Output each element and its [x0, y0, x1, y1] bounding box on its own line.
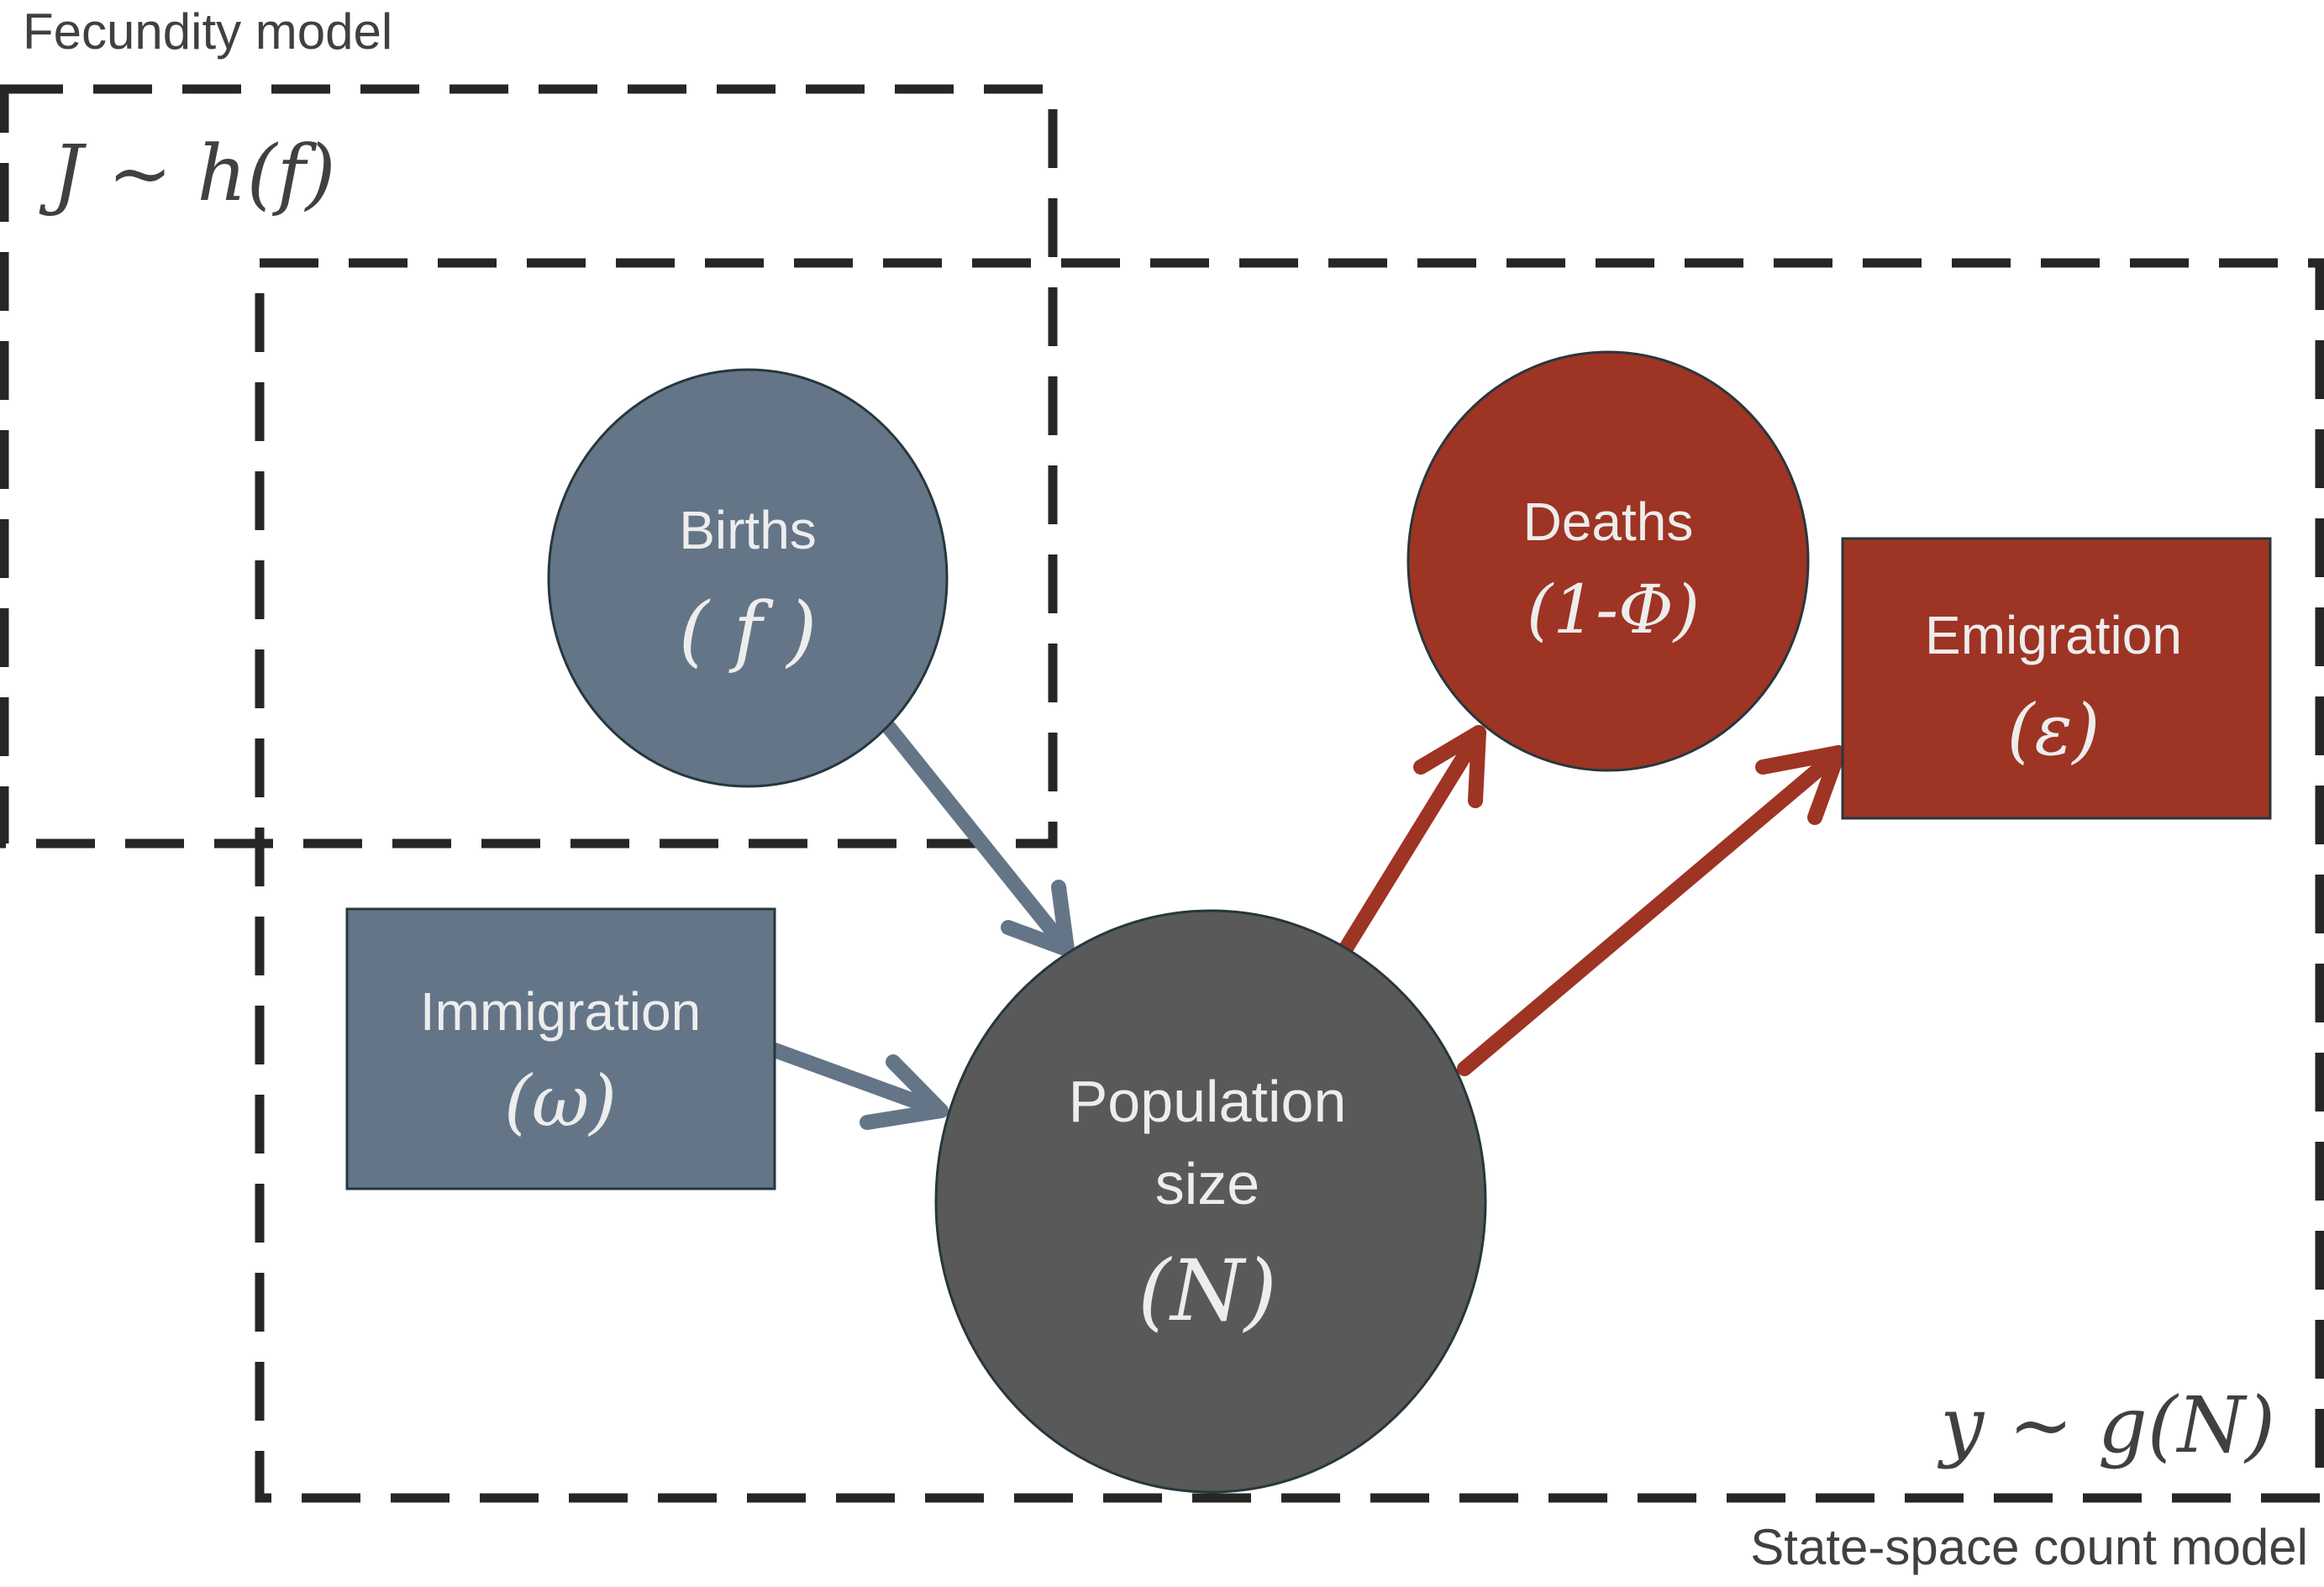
immigration-node: Immigration (ω)	[345, 907, 776, 1190]
immigration-label: Immigration	[420, 981, 701, 1042]
count-formula: y ~ g(N)	[1937, 1380, 2275, 1470]
arrow-population-to-deaths	[1333, 725, 1486, 965]
state-space-model-box	[255, 258, 2324, 1503]
arrow-immigration-to-population	[767, 1043, 949, 1130]
births-node: Births ( f )	[547, 368, 949, 788]
state-space-model-title: State-space count model	[1750, 1519, 2308, 1575]
emigration-label: Emigration	[1925, 605, 2182, 665]
fecundity-model-title: Fecundity model	[23, 3, 392, 60]
deaths-symbol: (1-Φ)	[1527, 570, 1700, 649]
births-symbol: ( f )	[679, 586, 817, 675]
fecundity-model-box	[0, 84, 1058, 849]
deaths-label: Deaths	[1523, 491, 1694, 552]
immigration-symbol: (ω)	[504, 1060, 617, 1143]
population-label-line2: size	[1155, 1151, 1259, 1217]
fecundity-formula: J ~ h(f)	[39, 129, 336, 218]
emigration-node: Emigration (ε)	[1841, 537, 2272, 820]
population-label-line1: Population	[1069, 1069, 1347, 1134]
arrow-births-to-population	[881, 720, 1075, 957]
emigration-symbol: (ε)	[2007, 689, 2101, 771]
deaths-node: Deaths (1-Φ)	[1406, 350, 1810, 772]
population-symbol: (N)	[1138, 1242, 1277, 1340]
births-label: Births	[679, 500, 817, 560]
population-node: Population size (N)	[934, 909, 1487, 1494]
arrow-population-to-emigration	[1457, 745, 1846, 1076]
